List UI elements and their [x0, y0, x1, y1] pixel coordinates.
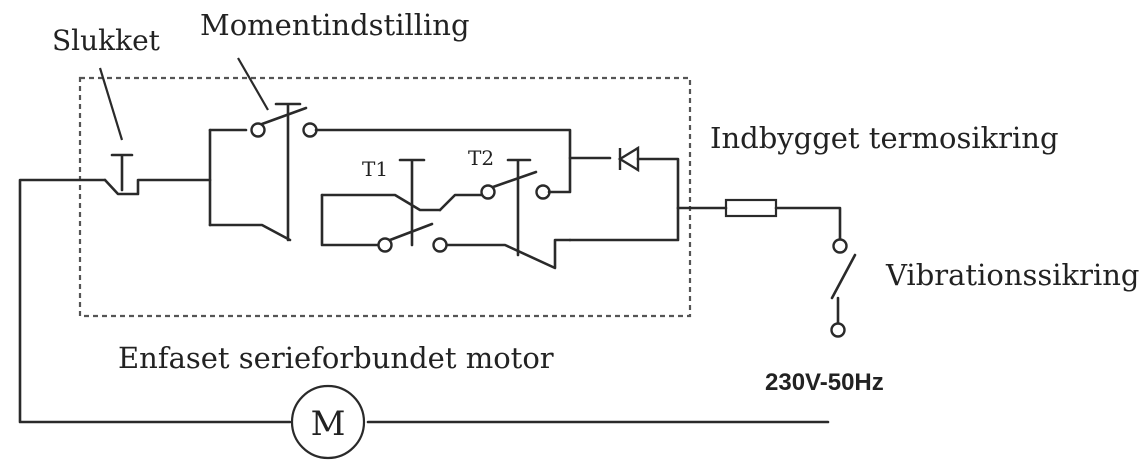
diode-output	[636, 157, 680, 210]
t1-to-return	[445, 238, 572, 270]
off-switch-label: Slukket	[52, 24, 161, 57]
t2-branch-left	[438, 193, 484, 212]
supply-line-left	[18, 178, 292, 424]
motor-label: M	[311, 404, 346, 444]
lower-branch-entry	[208, 223, 292, 242]
t2-terminal-right	[535, 184, 551, 200]
t1-terminal-right	[432, 237, 448, 253]
vibration-fuse-label: Vibrationssikring	[885, 258, 1139, 292]
t1-label: T1	[362, 157, 388, 181]
t2-output	[547, 156, 612, 194]
torque-switch-blade	[260, 106, 308, 126]
vibration-fuse-terminal-bottom	[830, 322, 846, 338]
vibration-fuse-blade	[830, 253, 857, 300]
t2-label: T2	[468, 146, 494, 170]
off-switch-pointer	[98, 67, 124, 141]
torque-switch-actuator	[274, 102, 302, 242]
torque-switch-terminal-right	[302, 122, 318, 138]
t1-terminal-left	[377, 237, 393, 253]
torque-switch-terminal-left	[250, 122, 266, 138]
upper-rail	[314, 128, 572, 160]
t2-switch-actuator	[506, 158, 532, 257]
internal-circuit-enclosure	[78, 76, 692, 318]
off-switch	[103, 178, 212, 196]
diode-symbol	[617, 145, 640, 173]
t1-branch-left	[320, 193, 382, 247]
t1-upper-path	[320, 193, 442, 212]
t2-switch-blade	[491, 170, 538, 189]
thermal-fuse-label: Indbygget termosikring	[710, 121, 1059, 155]
vibration-fuse-terminal-top	[832, 238, 848, 254]
thermal-fuse-symbol	[724, 198, 778, 218]
t1-switch-actuator	[398, 158, 426, 247]
off-switch-actuator	[110, 153, 134, 192]
return-path	[568, 206, 680, 242]
torque-setting-label: Momentindstilling	[200, 8, 470, 42]
fuse-output-line	[774, 206, 842, 240]
t2-terminal-left	[480, 184, 496, 200]
torque-setting-pointer	[237, 57, 269, 111]
motor-symbol	[290, 384, 366, 460]
supply-voltage-label: 230V-50Hz	[765, 369, 884, 396]
motor-type-label: Enfaset serieforbundet motor	[118, 341, 554, 375]
